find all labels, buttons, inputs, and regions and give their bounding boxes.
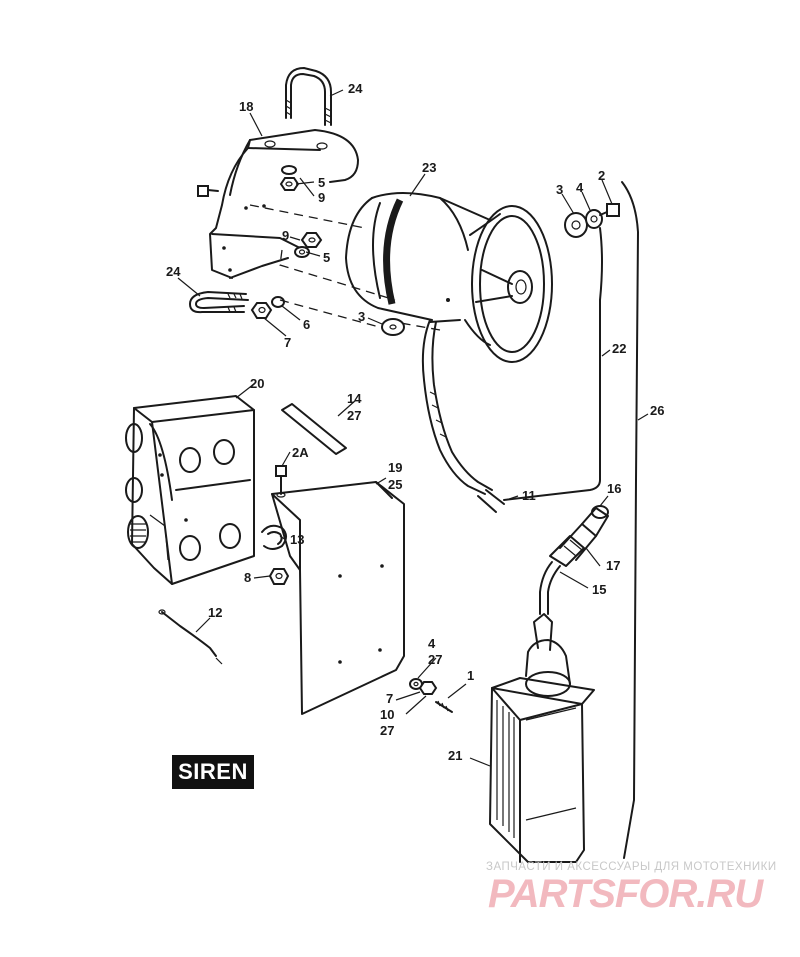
callout-24-top: 24 <box>348 81 363 96</box>
mounting-plate <box>271 481 405 715</box>
nut-8 <box>268 568 290 585</box>
nut-washer-top <box>279 165 300 191</box>
callout-19: 19 <box>388 460 402 475</box>
fasteners-lower <box>409 678 453 713</box>
callout-8: 8 <box>244 570 251 585</box>
callout-22: 22 <box>612 341 626 356</box>
callout-9-top: 9 <box>318 190 325 205</box>
u-bolt-top <box>285 67 332 126</box>
watermark-tagline: ЗАПЧАСТИ И АКСЕССУАРЫ ДЛЯ МОТОТЕХНИКИ <box>486 861 777 873</box>
callout-25: 25 <box>388 477 402 492</box>
callout-26: 26 <box>650 403 664 418</box>
callout-21: 21 <box>448 748 462 763</box>
callout-9-middle: 9 <box>282 228 289 243</box>
watermark-brand: PARTSFOR.RU <box>488 872 763 916</box>
mounting-bracket <box>209 129 359 279</box>
callout-2a: 2A <box>292 445 309 460</box>
callout-4-right: 4 <box>576 180 584 195</box>
bolt-left <box>197 185 219 197</box>
callout-27-bottom: 27 <box>380 723 394 738</box>
callout-20: 20 <box>250 376 264 391</box>
callout-3-right: 3 <box>556 182 563 197</box>
nut-washer-middle <box>294 232 323 258</box>
callout-5-middle: 5 <box>323 250 330 265</box>
washer-horn <box>381 318 405 336</box>
horn-wire-leads <box>421 319 505 513</box>
callout-2: 2 <box>598 168 605 183</box>
nut-washer-lower <box>250 296 285 319</box>
control-box <box>125 395 255 585</box>
wire-26 <box>621 181 639 859</box>
siren-horn-speaker <box>345 192 553 363</box>
amplifier-cable-connector <box>539 505 609 615</box>
callout-7-top: 7 <box>284 335 291 350</box>
alignment-lines <box>249 204 441 331</box>
callout-11: 11 <box>522 488 536 503</box>
u-bolt-left <box>189 291 249 314</box>
callout-27-lower: 27 <box>428 652 442 667</box>
leader-lines <box>177 89 649 767</box>
callout-6: 6 <box>303 317 310 332</box>
wire-22 <box>503 227 603 501</box>
callout-27-strip: 27 <box>347 408 361 423</box>
callout-5-top: 5 <box>318 175 325 190</box>
callout-12: 12 <box>208 605 222 620</box>
washers-bolt-right <box>564 203 620 238</box>
siren-title-badge: SIREN <box>172 755 254 789</box>
siren-amplifier <box>489 613 595 863</box>
clamp <box>261 524 287 550</box>
callout-10: 10 <box>380 707 394 722</box>
callout-15: 15 <box>592 582 606 597</box>
callout-4-lower: 4 <box>428 636 436 651</box>
callout-24-left: 24 <box>166 264 181 279</box>
callout-13: 13 <box>290 532 304 547</box>
callout-labels: 24 18 5 9 23 3 4 2 9 5 24 6 7 3 22 26 20… <box>166 81 664 763</box>
callout-1: 1 <box>467 668 474 683</box>
callout-7-lower: 7 <box>386 691 393 706</box>
callout-16: 16 <box>607 481 621 496</box>
adhesive-strip <box>281 403 347 455</box>
ground-wire <box>158 609 223 665</box>
callout-17: 17 <box>606 558 620 573</box>
callout-23: 23 <box>422 160 436 175</box>
callout-14: 14 <box>347 391 362 406</box>
callout-3-horn: 3 <box>358 309 365 324</box>
callout-18: 18 <box>239 99 253 114</box>
